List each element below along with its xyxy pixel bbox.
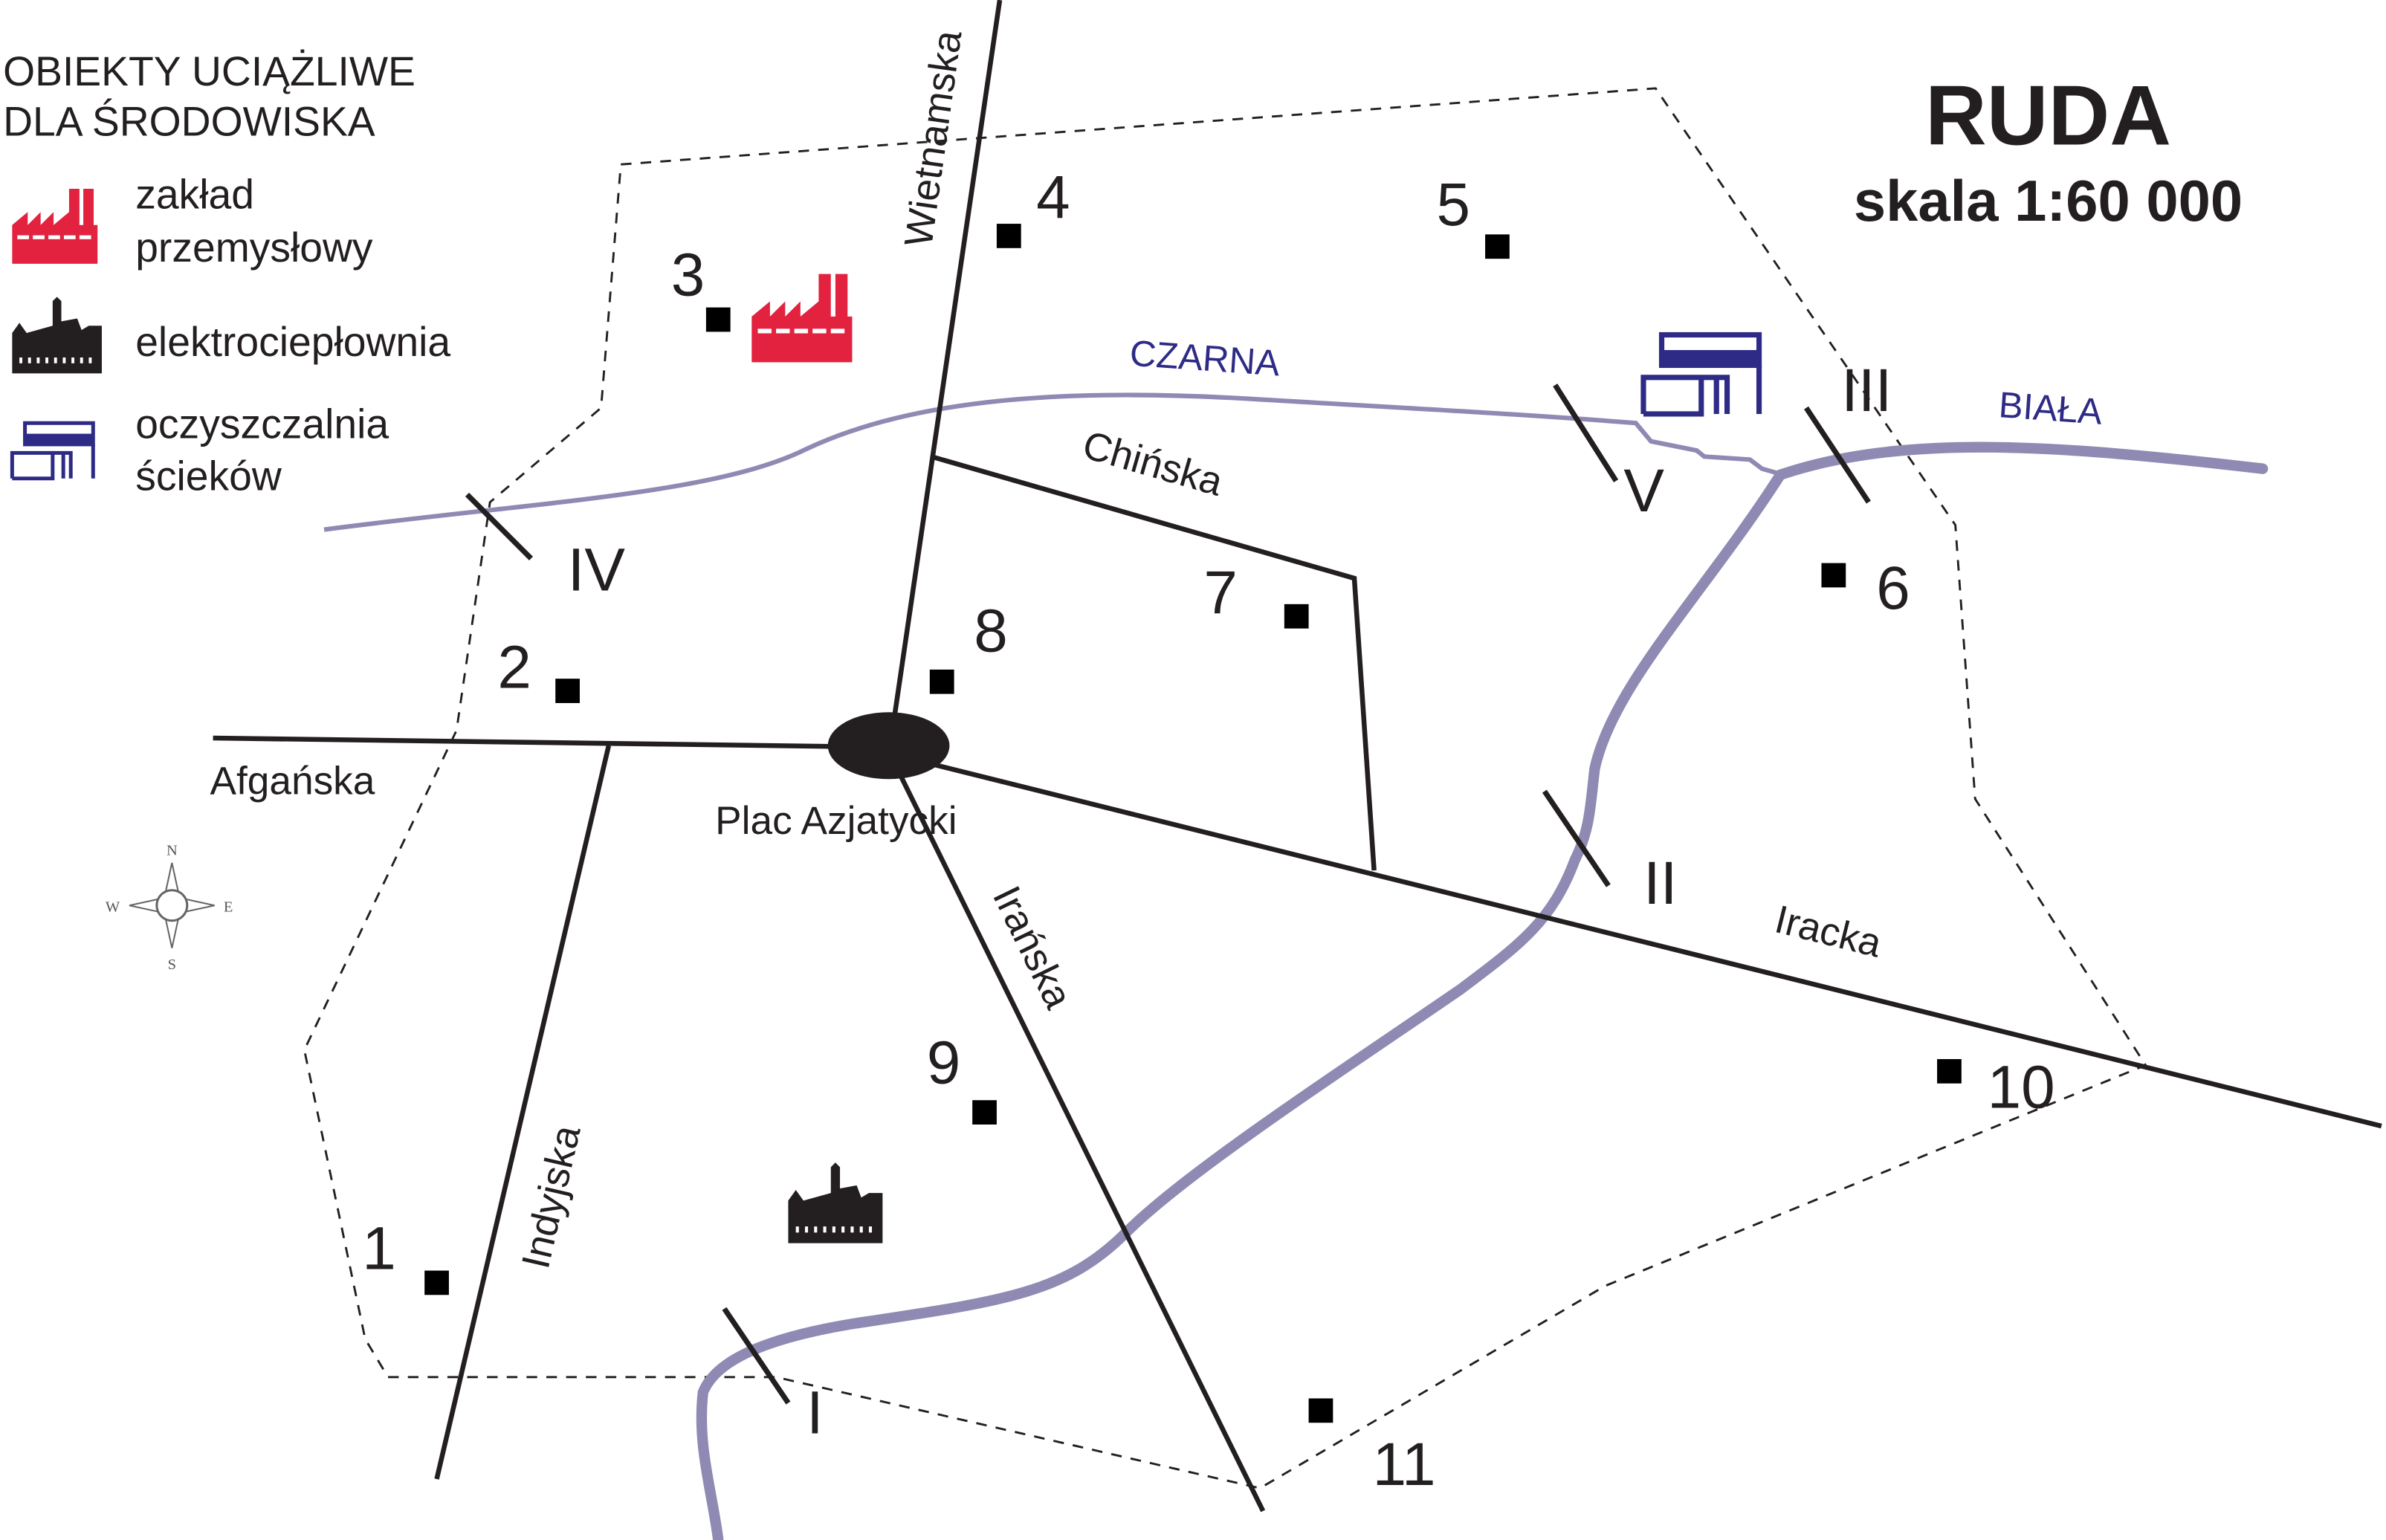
section-bar-i: [722, 1307, 791, 1405]
section-bar-v: [1553, 384, 1619, 482]
legend-label-factory: przemysłowy: [135, 224, 373, 271]
point-label: 5: [1437, 171, 1471, 239]
river-label-biala: BIAŁA: [1997, 385, 2104, 433]
street-label-indyjska: Indyjska: [514, 1121, 589, 1272]
point-marker: [929, 669, 954, 694]
road-wietnamska: [888, 0, 1003, 746]
legend-heading: OBIEKTY UCIĄŻLIWE: [3, 48, 416, 94]
compass-rose-icon: N S E W: [106, 843, 233, 974]
section-bar-iii: [1804, 406, 1871, 504]
point-label: 4: [1036, 164, 1070, 231]
road-iracka: [888, 751, 2382, 1129]
section-label: II: [1643, 850, 1678, 917]
point-marker: [972, 1100, 997, 1125]
road-indyjska: [434, 745, 612, 1480]
legend-heading: DLA ŚRODOWISKA: [3, 98, 375, 144]
point-marker: [1284, 604, 1309, 629]
treatment-plant-icon: [12, 423, 93, 479]
compass-w: W: [106, 899, 120, 915]
street-label-iracka: Iracka: [1771, 897, 1886, 965]
street-label-wietnamska: Wietnamska: [896, 28, 970, 250]
point-marker: [1821, 563, 1846, 588]
section-bar-iv: [465, 492, 534, 560]
legend-label-power-plant: elektrociepłownia: [135, 319, 450, 365]
compass-e: E: [224, 899, 233, 915]
street-label-iranska: Irańska: [984, 879, 1081, 1015]
road-iranska: [899, 774, 1266, 1512]
river-biala: [1775, 441, 2269, 481]
street-label-afganska: Afgańska: [210, 760, 375, 803]
square-label: Plac Azjatycki: [715, 799, 957, 843]
factory-icon: [12, 188, 98, 264]
road-afganska: [213, 735, 889, 750]
point-marker: [1937, 1058, 1962, 1084]
point-marker: [424, 1270, 449, 1295]
map-scale: skala 1:60 000: [1854, 169, 2243, 233]
point-marker: [705, 307, 731, 332]
point-marker: [1485, 234, 1510, 259]
legend-label-treatment: oczyszczalnia: [135, 401, 389, 447]
point-label: 10: [1988, 1053, 2055, 1121]
legend-label-factory: zakład: [135, 172, 254, 218]
river-main: [696, 469, 1786, 1540]
section-bar-ii: [1542, 789, 1611, 887]
compass-s: S: [168, 957, 176, 973]
point-label: 6: [1876, 554, 1910, 622]
point-label: 7: [1203, 559, 1238, 627]
section-label: III: [1841, 357, 1892, 424]
point-label: 9: [927, 1029, 961, 1097]
compass-n: N: [166, 843, 178, 859]
section-label: I: [806, 1379, 824, 1447]
point-label: 2: [497, 633, 531, 701]
legend-label-treatment: ścieków: [135, 453, 282, 499]
plac-azjatycki-marker: [827, 712, 950, 780]
street-label-chinska: Chińska: [1078, 423, 1227, 505]
treatment-plant-icon: [1643, 335, 1759, 414]
power-plant-icon: [788, 1162, 883, 1243]
point-label: 11: [1373, 1431, 1436, 1498]
point-label: 1: [362, 1214, 396, 1282]
point-marker: [996, 224, 1021, 248]
river-czarna: [323, 392, 1785, 532]
legend: OBIEKTY UCIĄŻLIWE DLA ŚRODOWISKA zakład …: [3, 48, 450, 499]
map-title: RUDA: [1925, 68, 2171, 164]
point-label: 8: [974, 597, 1008, 664]
point-marker: [555, 679, 580, 703]
section-label: V: [1623, 457, 1664, 525]
factory-icon: [751, 274, 853, 363]
district-boundary: [303, 87, 2147, 1489]
power-plant-icon: [12, 297, 102, 374]
point-marker: [1308, 1398, 1333, 1423]
point-label: 3: [671, 241, 705, 308]
road-chinska: [930, 454, 1377, 871]
river-label-czarna: CZARNA: [1128, 334, 1281, 384]
section-label: IV: [568, 536, 626, 604]
